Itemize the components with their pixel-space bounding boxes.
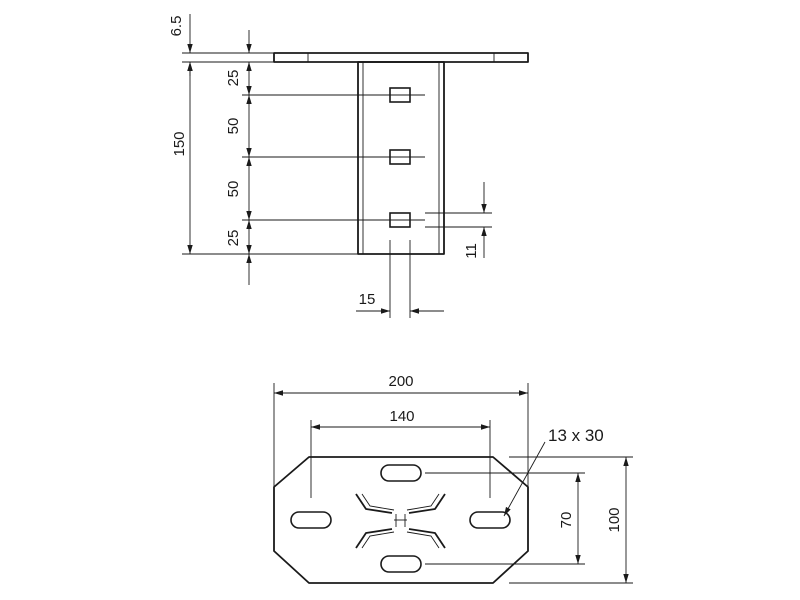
- dim-overall-width: 200: [388, 373, 413, 390]
- dim-slot-spacing: 140: [389, 408, 414, 425]
- stiffening-ribs: [355, 493, 446, 549]
- dim-flange-thickness: 6.5: [168, 16, 185, 37]
- dim-slot-size: 13 x 30: [548, 426, 604, 445]
- plate-slot-bottom: [380, 555, 422, 573]
- plate-slot-left: [290, 511, 332, 529]
- flange-plate: [273, 52, 529, 63]
- dim-slot-width: 15: [359, 291, 376, 308]
- base-plate: [273, 456, 529, 584]
- plate-slot-right: [469, 511, 511, 529]
- dim-pitch-1: 50: [225, 118, 242, 135]
- dim-bottom-offset: 25: [225, 230, 242, 247]
- plate-slot-top: [380, 464, 422, 482]
- dim-top-offset: 25: [225, 70, 242, 87]
- dim-total-height: 150: [171, 131, 188, 156]
- dim-slot-pitch: 70: [558, 512, 575, 529]
- dim-overall-depth: 100: [606, 507, 623, 532]
- profile-web: [357, 61, 445, 255]
- side-view: 6.5 150 25 50 50 25 11 15: [168, 14, 529, 318]
- dim-slot-height: 11: [463, 243, 480, 259]
- top-view: 200 140 13 x 30 70 100: [273, 373, 633, 584]
- dim-pitch-2: 50: [225, 181, 242, 198]
